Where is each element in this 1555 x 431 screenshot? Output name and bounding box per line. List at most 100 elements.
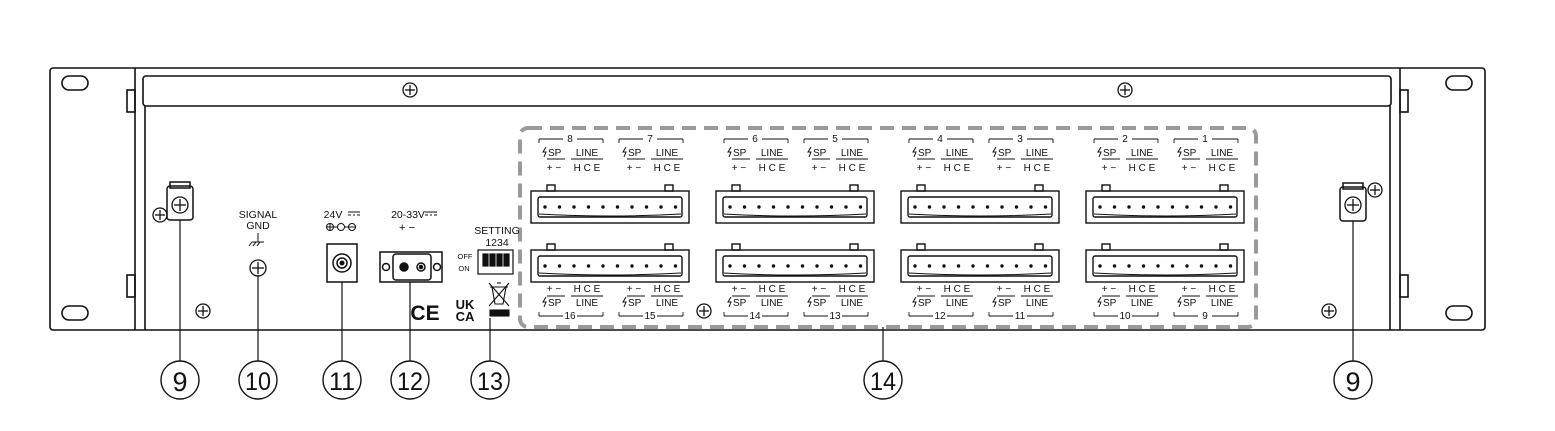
channel-number: 9: [1202, 311, 1208, 322]
callout-number: 11: [329, 368, 355, 396]
left-side-tab-bottom: [126, 274, 136, 298]
euroblock-connector: [900, 243, 1060, 283]
line-pins: H C E: [574, 163, 601, 174]
lightning-icon: [727, 296, 732, 308]
callout-12: 12: [390, 360, 430, 400]
right-side-tab-bottom: [1399, 274, 1409, 298]
sp-label: SP: [1103, 298, 1117, 309]
sp-polarity: + −: [732, 284, 747, 295]
lightning-icon: [1177, 146, 1182, 158]
line-label: LINE: [841, 148, 864, 159]
sp-label: SP: [998, 298, 1012, 309]
line-label: LINE: [1211, 148, 1234, 159]
euroblock-connector: [1085, 243, 1245, 283]
sp-label: SP: [628, 298, 642, 309]
left-handle-slot-top: [61, 75, 89, 91]
line-pins: H C E: [1129, 284, 1156, 295]
line-pins: H C E: [1209, 163, 1236, 174]
lightning-icon: [992, 146, 997, 158]
euroblock-connector: [715, 184, 875, 224]
sp-polarity: + −: [1182, 163, 1197, 174]
lightning-icon: [807, 296, 812, 308]
sp-polarity: + −: [627, 284, 642, 295]
lightning-icon: [622, 296, 627, 308]
channel-number: 12: [934, 311, 946, 322]
channel-number: 6: [752, 134, 758, 145]
lightning-icon: [622, 146, 627, 158]
sp-label: SP: [813, 148, 827, 159]
channel-number: 2: [1122, 134, 1128, 145]
callout-9: 9: [1333, 360, 1373, 400]
callout-leaders: [179, 220, 1354, 362]
dc-polarity-icon: [326, 223, 356, 231]
sp-label: SP: [548, 298, 562, 309]
channel-number: 7: [647, 134, 653, 145]
screw-icon: [696, 303, 712, 319]
line-pins: H C E: [574, 284, 601, 295]
channel-number: 5: [832, 134, 838, 145]
sp-polarity: + −: [547, 284, 562, 295]
line-pins: H C E: [654, 284, 681, 295]
sp-label: SP: [1103, 148, 1117, 159]
euroblock-connector: [715, 243, 875, 283]
line-pins: H C E: [759, 284, 786, 295]
screw-icon: [402, 82, 418, 98]
setting-numbers: 1234: [485, 237, 509, 249]
right-side-tab-top: [1399, 89, 1409, 113]
lightning-icon: [912, 146, 917, 158]
screw-icon: [1344, 196, 1362, 214]
callout-number: 10: [245, 368, 271, 396]
lightning-icon: [542, 296, 547, 308]
line-pins: H C E: [839, 163, 866, 174]
weee-bin-icon: [488, 282, 510, 317]
sp-polarity: + −: [547, 163, 562, 174]
line-label: LINE: [761, 298, 784, 309]
terminal-area-dashed-outline: [518, 126, 1258, 329]
sp-label: SP: [813, 298, 827, 309]
line-label: LINE: [1131, 148, 1154, 159]
sp-polarity: + −: [812, 163, 827, 174]
signal-gnd-label-1: SIGNAL: [239, 209, 278, 221]
callout-number: 14: [870, 368, 896, 396]
lightning-icon: [807, 146, 812, 158]
line-pins: H C E: [1209, 284, 1236, 295]
ce-mark: CE: [410, 302, 439, 325]
screw-icon: [1117, 82, 1133, 98]
sp-polarity: + −: [1102, 284, 1117, 295]
line-label: LINE: [1026, 298, 1049, 309]
top-lid: [142, 75, 1392, 107]
channel-number: 13: [829, 311, 841, 322]
sp-polarity: + −: [997, 163, 1012, 174]
sp-label: SP: [1183, 148, 1197, 159]
euroblock-connector: [1085, 184, 1245, 224]
signal-gnd-label-2: GND: [246, 220, 270, 232]
dc-20-33v-label: 20-33V: [391, 209, 425, 221]
left-clamp-top: [169, 181, 191, 189]
screw-icon: [249, 259, 267, 277]
sp-label: SP: [548, 148, 562, 159]
sp-polarity: + −: [732, 163, 747, 174]
callout-11: 11: [322, 360, 362, 400]
right-handle-slot-top: [1445, 75, 1473, 91]
line-label: LINE: [576, 148, 599, 159]
sp-polarity: + −: [997, 284, 1012, 295]
line-label: LINE: [946, 298, 969, 309]
channel-number: 15: [644, 311, 656, 322]
line-label: LINE: [946, 148, 969, 159]
sp-polarity: + −: [1182, 284, 1197, 295]
callout-number: 13: [477, 368, 503, 396]
line-label: LINE: [1026, 148, 1049, 159]
callout-10: 10: [238, 360, 278, 400]
lightning-icon: [992, 296, 997, 308]
euroblock-connector: [530, 243, 690, 283]
screws: [152, 82, 1383, 319]
dc-24v-label: 24V: [324, 209, 343, 221]
sp-label: SP: [1183, 298, 1197, 309]
